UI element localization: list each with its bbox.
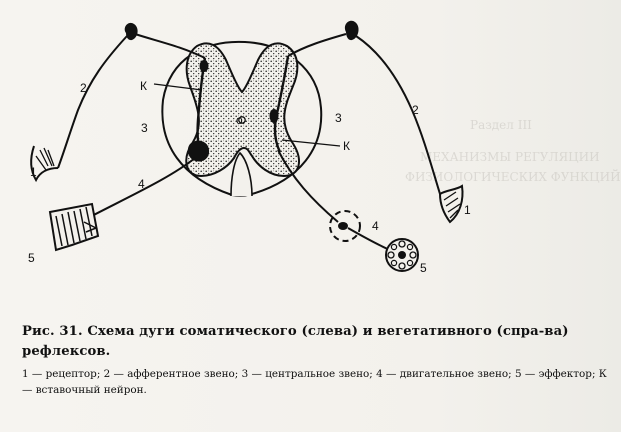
autonomic-ganglion <box>329 210 361 242</box>
right-receptor-icon <box>438 184 464 224</box>
left-effector-muscle-icon <box>48 202 100 252</box>
label-afferent-left: 2 <box>80 81 87 95</box>
label-motor-right: 4 <box>372 219 379 233</box>
bleed-through-title-1: МЕХАНИЗМЫ РЕГУЛЯЦИИ <box>420 150 600 164</box>
label-receptor-left: 1 <box>30 165 37 179</box>
right-afferent-fiber <box>355 35 441 195</box>
right-preganglionic-fiber <box>277 149 339 223</box>
left-receptor-icon <box>30 145 59 183</box>
right-effector-gland-icon <box>385 238 419 272</box>
median-fissure <box>230 151 253 197</box>
right-interneuron-body <box>269 109 279 123</box>
left-interneuron-body <box>199 60 209 72</box>
label-k-right: К <box>343 139 350 153</box>
left-afferent-fiber <box>57 35 128 169</box>
k-right-leader <box>281 139 341 147</box>
label-central-right: 3 <box>335 111 342 125</box>
label-effector-left: 5 <box>28 251 35 265</box>
figure-caption-title: Рис. 31. Схема дуги соматического (слева… <box>22 324 569 359</box>
right-dorsal-root <box>287 33 347 57</box>
left-efferent-fiber <box>83 157 196 221</box>
label-motor-left: 4 <box>138 177 145 191</box>
figure-caption-legend: 1 — рецептор; 2 — афферентное звено; 3 —… <box>22 368 607 396</box>
label-central-left: 3 <box>141 121 148 135</box>
label-afferent-right: 2 <box>412 103 419 117</box>
bleed-through-title-2: ФИЗИОЛОГИЧЕСКИХ ФУНКЦИЙ <box>405 170 621 184</box>
central-canal <box>238 116 246 124</box>
label-center: о <box>236 113 243 127</box>
autonomic-ganglion-neuron <box>338 222 348 230</box>
left-dorsal-root <box>134 33 206 59</box>
left-motor-neuron <box>187 140 210 162</box>
k-left-leader <box>153 83 203 91</box>
label-k-left: К <box>140 79 147 93</box>
right-ganglion <box>344 20 359 41</box>
grey-matter <box>185 42 300 178</box>
reflex-arc-diagram: К К о 1 1 2 2 3 3 4 4 5 5 <box>28 20 471 275</box>
bleed-through-heading: Раздел III <box>470 118 532 132</box>
left-ganglion <box>124 22 138 41</box>
label-receptor-right: 1 <box>464 203 471 217</box>
label-effector-right: 5 <box>420 261 427 275</box>
